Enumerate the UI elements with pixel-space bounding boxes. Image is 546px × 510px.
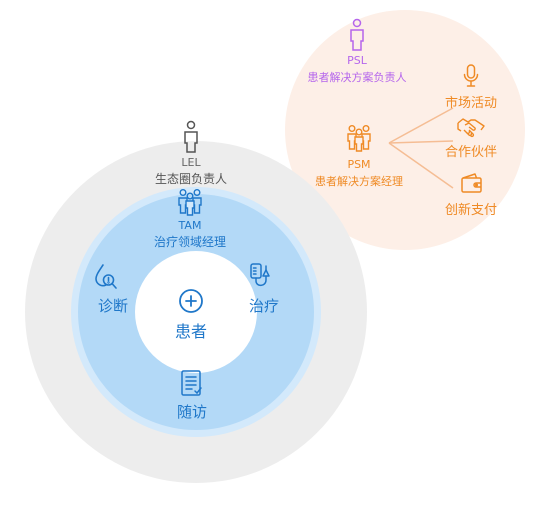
patient-core (135, 251, 257, 373)
tam-team-icon (178, 189, 202, 216)
psl-code: PSL (347, 54, 367, 67)
lel-title: 生态圈负责人 (154, 172, 228, 186)
branch-label-partners: 合作伙伴 (444, 145, 498, 160)
branch-label-market: 市场活动 (444, 96, 498, 111)
psl-person-icon (350, 18, 364, 51)
branch-label-payment: 创新支付 (444, 203, 498, 218)
connector-line-3 (388, 142, 454, 189)
center-label-patient: 患者 (174, 322, 208, 341)
medical-cross-icon (179, 289, 203, 313)
connector-line-1 (388, 107, 454, 144)
psm-code: PSM (347, 158, 371, 171)
psl-zone-circle (285, 10, 525, 250)
stage-label-followup: 随访 (176, 403, 208, 421)
tam-code: TAM (178, 219, 202, 232)
stage-label-diagnosis: 诊断 (97, 297, 129, 315)
connector-line-2 (388, 140, 454, 144)
psm-title: 患者解决方案经理 (315, 175, 403, 188)
wallet-icon (461, 173, 482, 193)
lel-code: LEL (181, 156, 201, 169)
drop-magnifier-icon (95, 264, 117, 289)
microphone-icon (463, 64, 479, 87)
stage-label-treatment: 治疗 (248, 297, 280, 315)
tam-title: 治疗领域经理 (153, 235, 227, 249)
psl-title: 患者解决方案负责人 (307, 71, 407, 84)
iv-drip-icon (250, 263, 270, 287)
lel-person-icon (184, 120, 198, 153)
psm-team-icon (347, 125, 371, 152)
clipboard-icon (181, 370, 202, 396)
handshake-icon (457, 118, 485, 138)
